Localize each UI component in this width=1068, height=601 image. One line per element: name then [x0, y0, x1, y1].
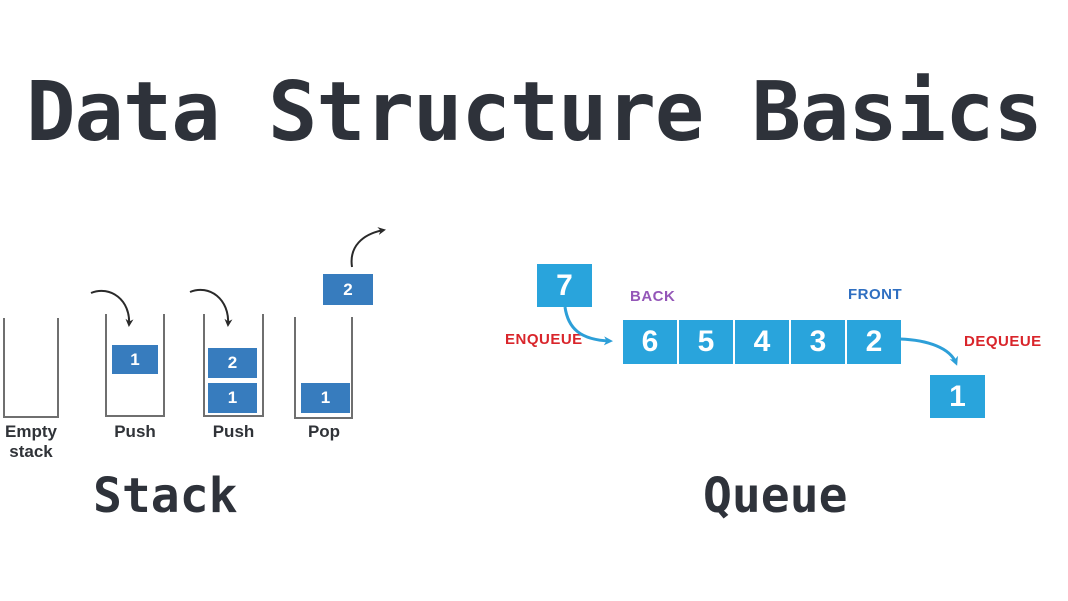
stack-step-label-push2: Push: [212, 422, 255, 441]
back-label: BACK: [630, 288, 676, 305]
queue-incoming-node: 7: [537, 264, 592, 307]
stack-container-empty: [3, 318, 59, 418]
stack-element: 1: [112, 345, 158, 374]
page-title: Data Structure Basics: [26, 65, 1043, 160]
stack-element: 1: [301, 383, 350, 413]
dequeue-label: DEQUEUE: [964, 333, 1042, 350]
queue-cell: 4: [735, 320, 789, 364]
stack-element: 1: [208, 383, 257, 413]
queue-cell: 6: [623, 320, 677, 364]
front-label: FRONT: [848, 286, 903, 303]
stack-step-label-empty: Empty stack: [5, 422, 57, 461]
stack-popped-element: 2: [323, 274, 373, 305]
pop-arrow: [350, 227, 386, 268]
stack-element: 2: [208, 348, 257, 378]
queue-cell: 3: [791, 320, 845, 364]
queue-cell: 5: [679, 320, 733, 364]
queue-cell: 2: [847, 320, 901, 364]
stack-step-label-push1: Push: [114, 422, 156, 441]
stack-section-title: Stack: [93, 468, 238, 524]
enqueue-label: ENQUEUE: [505, 331, 583, 348]
queue-section-title: Queue: [703, 468, 848, 524]
queue-outgoing-node: 1: [930, 375, 985, 418]
queue-row: 6 5 4 3 2: [623, 320, 901, 364]
dequeue-arrow: [899, 337, 958, 366]
stack-step-label-pop: Pop: [307, 422, 341, 441]
